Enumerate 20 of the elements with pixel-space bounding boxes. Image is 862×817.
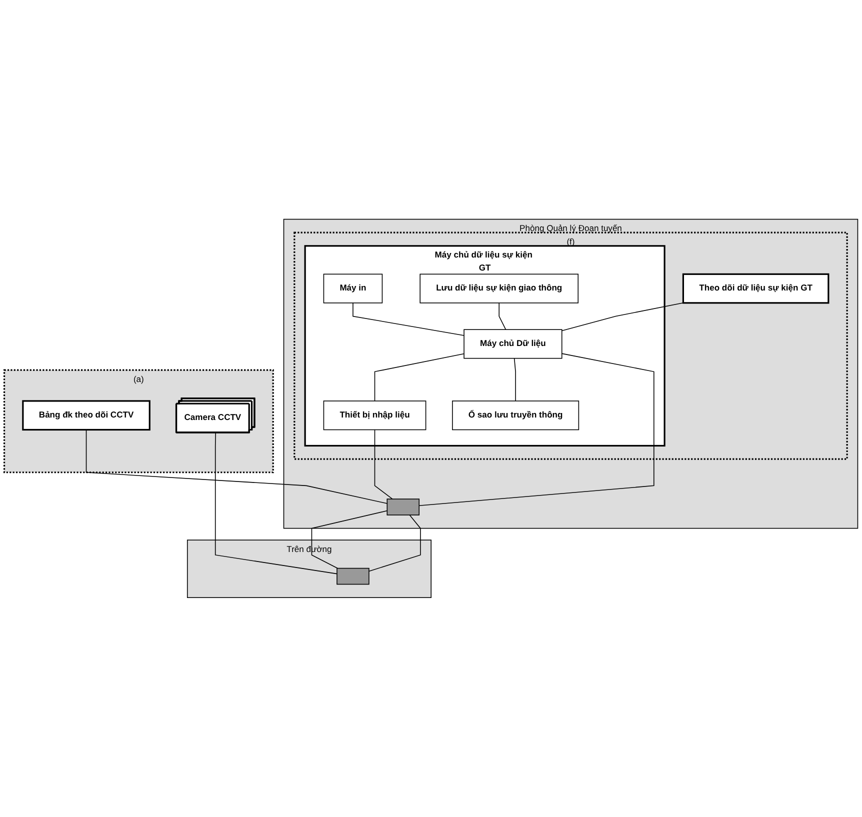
connector <box>374 429 393 500</box>
connector <box>214 432 338 574</box>
node-box: Ổ sao lưu truyền thông <box>452 400 580 430</box>
node-box: Máy chủ Dữ liệu <box>464 329 562 359</box>
node-box: Máy in <box>323 274 383 304</box>
connector <box>561 302 684 332</box>
node-box: Bảng đk theo dõi CCTV <box>22 400 150 431</box>
node-box: Theo dõi dữ liệu sự kiện GT <box>682 273 830 304</box>
node-box <box>386 498 420 516</box>
connector <box>368 514 421 572</box>
node-box: Lưu dữ liệu sự kiện giao thông <box>420 274 578 304</box>
node-box: Thiết bị nhập liệu <box>323 400 426 430</box>
connector <box>498 302 506 330</box>
connector <box>374 353 464 402</box>
connector <box>514 358 516 402</box>
connector <box>86 429 388 504</box>
connector <box>311 510 388 569</box>
connector <box>418 353 654 506</box>
connector <box>352 302 464 336</box>
node-box <box>336 568 370 585</box>
